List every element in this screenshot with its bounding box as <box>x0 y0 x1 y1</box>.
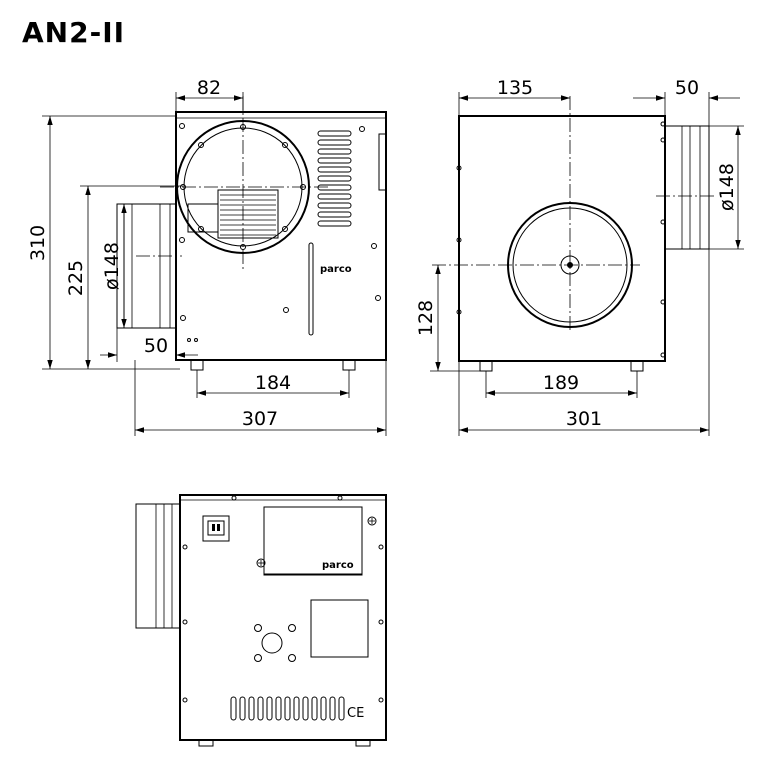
dim-side-feet-spacing: 184 <box>255 372 291 394</box>
side-louvres <box>317 130 352 227</box>
rear-foot-left <box>198 739 214 747</box>
side-foot-left <box>190 359 204 371</box>
front-housing <box>458 115 666 362</box>
label-plate <box>310 599 369 658</box>
impeller <box>217 189 279 239</box>
product-title: AN2-II <box>22 16 126 49</box>
rear-housing <box>179 494 387 741</box>
dim-front-outlet-diameter: ø148 <box>716 163 738 211</box>
control-box <box>256 506 377 576</box>
front-outlet <box>664 125 710 250</box>
rear-hole-pattern <box>254 624 296 662</box>
side-brand-label: parco <box>320 264 352 275</box>
dim-side-top-width: 82 <box>197 77 221 99</box>
front-view <box>432 96 716 372</box>
ce-mark: CE <box>347 706 364 721</box>
dim-front-outlet-depth: 50 <box>675 77 699 99</box>
side-foot-right <box>342 359 356 371</box>
side-housing <box>175 111 387 361</box>
dim-front-total-width: 301 <box>566 408 602 430</box>
rear-duct <box>135 503 181 629</box>
dim-side-inlet-diameter: ø148 <box>101 242 123 290</box>
rear-brand-label: parco <box>322 560 354 571</box>
impeller-blades <box>220 194 276 236</box>
front-dimensions: 135 50 ø148 128 189 301 <box>415 77 744 436</box>
dim-side-inlet-height: 225 <box>65 260 87 296</box>
front-foot-left <box>479 360 493 372</box>
dim-side-inlet-depth: 50 <box>144 335 168 357</box>
dim-side-height: 310 <box>27 225 49 261</box>
front-holes <box>456 121 666 358</box>
rear-foot-right <box>355 739 371 747</box>
side-slot <box>308 242 314 336</box>
rear-view: parco CE <box>135 494 387 747</box>
dim-front-center-height: 128 <box>415 300 437 336</box>
dim-front-feet-spacing: 189 <box>543 372 579 394</box>
dim-side-total-width: 307 <box>242 408 278 430</box>
side-inlet <box>116 203 177 329</box>
front-foot-right <box>630 360 644 372</box>
power-socket[interactable] <box>202 515 230 542</box>
dim-front-center-offset: 135 <box>497 77 533 99</box>
side-holes <box>179 123 381 342</box>
side-view: parco <box>116 96 387 371</box>
side-dimensions: 82 310 225 ø148 50 184 307 <box>27 77 387 436</box>
rear-screws <box>182 495 384 703</box>
rear-vents <box>230 696 345 721</box>
